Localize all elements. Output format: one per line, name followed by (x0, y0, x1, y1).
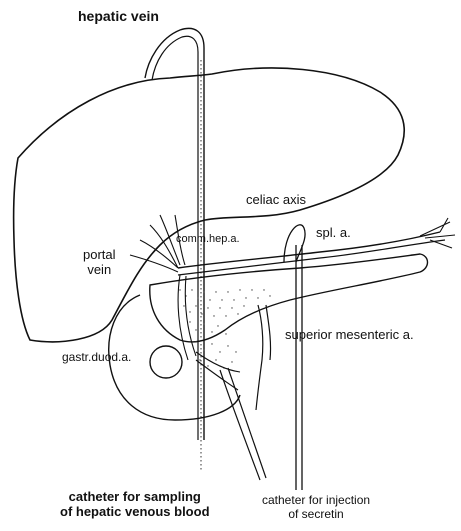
label-catheter-injection: catheter for injection of secretin (262, 494, 370, 522)
pancreas-stipple (179, 289, 270, 368)
superior-mesenteric-artery (256, 305, 271, 410)
label-catheter-sampling-line1: catheter for sampling (60, 490, 210, 505)
label-celiac-axis: celiac axis (246, 193, 306, 208)
label-portal-vein: portal vein (83, 248, 116, 278)
label-portal-vein-line2: vein (83, 263, 116, 278)
label-gastr-duod-a: gastr.duod.a. (62, 351, 131, 365)
label-comm-hep-a: comm.hep.a. (176, 233, 240, 246)
label-catheter-injection-line2: of secretin (262, 508, 370, 522)
duodenal-circle (150, 346, 182, 378)
label-catheter-injection-line1: catheter for injection (262, 494, 370, 508)
label-catheter-sampling: catheter for sampling of hepatic venous … (60, 490, 210, 520)
label-portal-vein-line1: portal (83, 248, 116, 263)
liver-outline (14, 68, 405, 342)
label-superior-mesenteric-a: superior mesenteric a. (285, 328, 414, 343)
gastroduodenal-artery (178, 275, 240, 390)
label-spl-a: spl. a. (316, 226, 351, 241)
label-hepatic-vein: hepatic vein (78, 8, 159, 24)
label-catheter-sampling-line2: of hepatic venous blood (60, 505, 210, 520)
